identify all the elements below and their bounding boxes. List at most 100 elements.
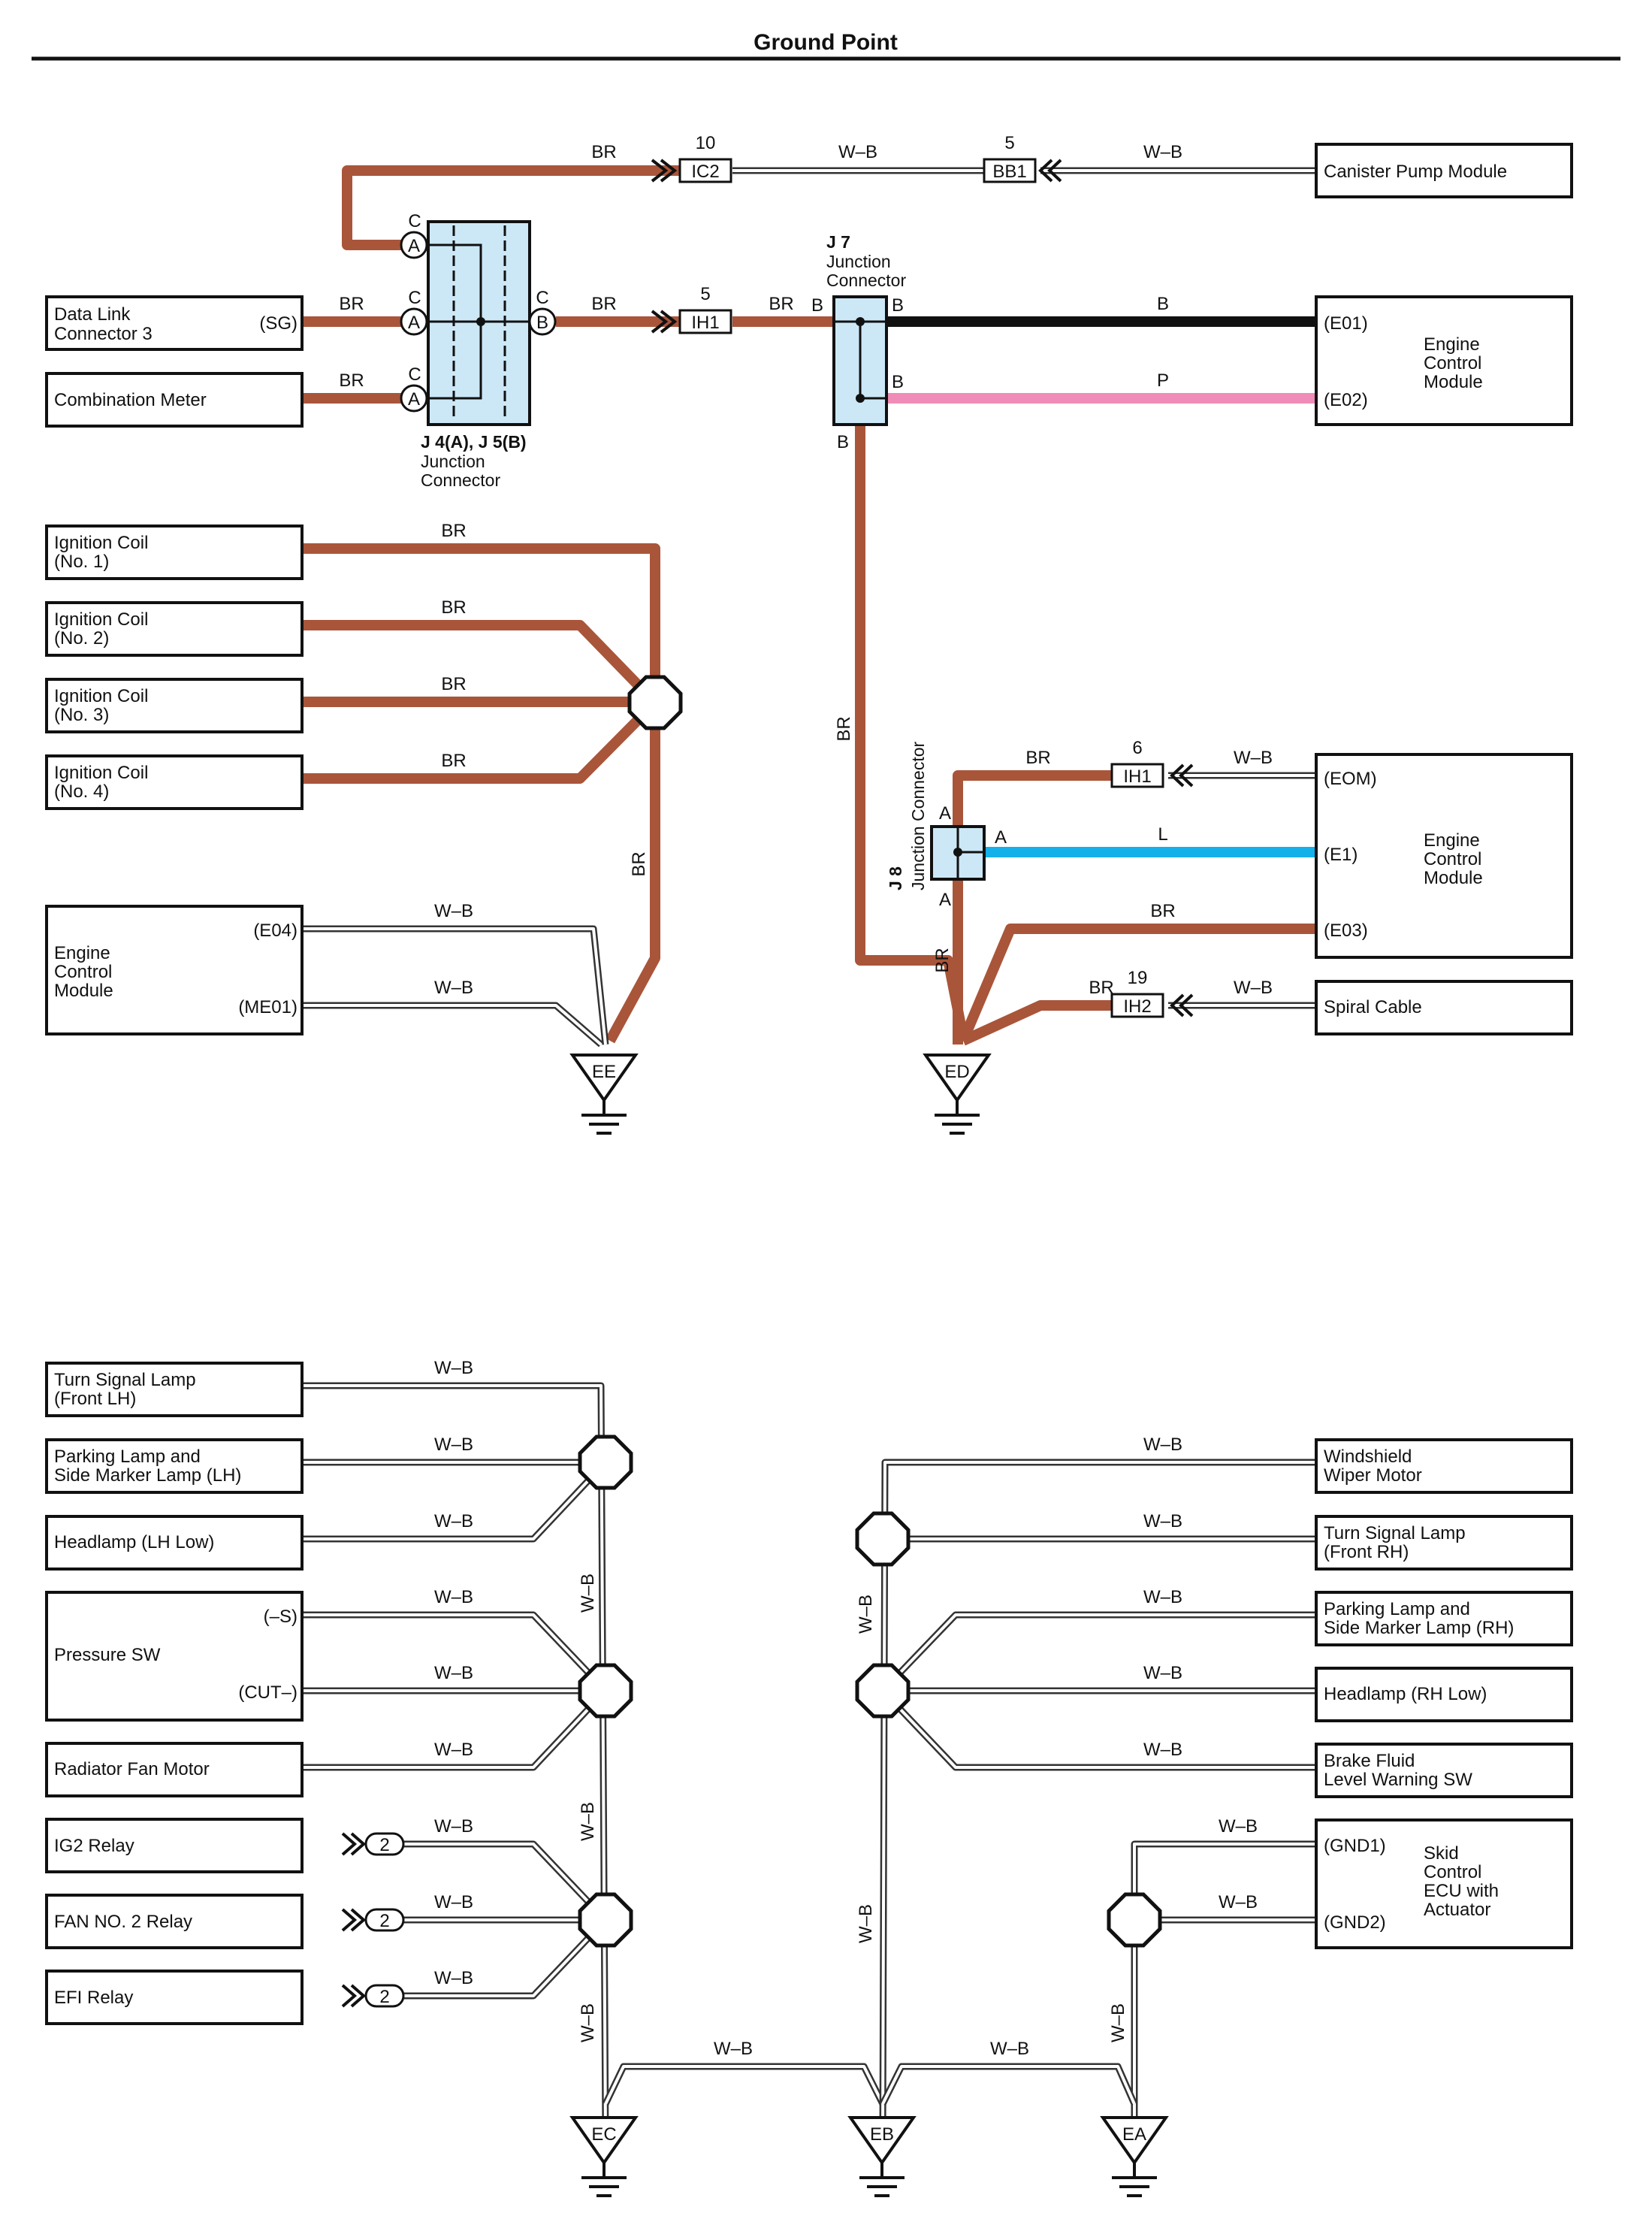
j8-pin-a-bottom: A xyxy=(939,890,951,910)
wl-wb-park-rh: W–B xyxy=(1143,1587,1182,1607)
wire-coil4 xyxy=(302,699,659,784)
j5-pin-b xyxy=(528,307,557,336)
wl-wb-left-v1: W–B xyxy=(578,1574,598,1613)
wl-br-coil3: BR xyxy=(441,674,466,694)
ecm-top-label-2: Control xyxy=(1424,353,1481,373)
parking-lamp-lh-label-1: Parking Lamp and xyxy=(54,1447,201,1467)
splice-left-2 xyxy=(578,1663,633,1719)
wl-wb-fan2: W–B xyxy=(434,1892,473,1912)
wl-wb-brake: W–B xyxy=(1143,1740,1182,1760)
efi-relay-pin: 2 xyxy=(379,1987,389,2007)
wire-color-labels: BR W–B W–B BR BR BR BR B P BR BR BR BR B… xyxy=(339,142,1273,2059)
wire-park-rh xyxy=(881,1613,1316,1692)
ground-points: EE ED EC EB xyxy=(569,1054,1169,2197)
turn-signal-lh-label-1: Turn Signal Lamp xyxy=(54,1370,196,1390)
wire-j7-ed xyxy=(855,425,968,1038)
j7-pin-b-left: B xyxy=(811,295,823,316)
wl-br-ic2: BR xyxy=(591,142,616,162)
ecm-left-box xyxy=(45,905,304,1035)
ecm-left-label-2: Control xyxy=(54,962,112,982)
wl-br-ed-vertical: BR xyxy=(932,948,953,972)
wire-coil2 xyxy=(302,620,660,706)
wl-wb-turn-lh: W–B xyxy=(434,1358,473,1378)
j4-pin-a-top-label: A xyxy=(408,236,420,256)
wl-br-dlc3: BR xyxy=(339,294,364,314)
parking-lamp-rh-box xyxy=(1315,1591,1573,1646)
parking-lamp-rh-label-1: Parking Lamp and xyxy=(1324,1599,1470,1619)
combination-meter-box xyxy=(45,372,304,428)
j8-pin-a-top: A xyxy=(939,803,951,824)
wl-wb-gnd1: W–B xyxy=(1219,1816,1258,1837)
j4-pin-a-mid-label: A xyxy=(408,313,420,333)
ig2-relay-box xyxy=(45,1818,304,1873)
j4-pin-c-bot: C xyxy=(408,364,421,385)
pressure-sw-cut: (CUT–) xyxy=(238,1682,297,1703)
ig2-relay-label: IG2 Relay xyxy=(54,1836,134,1856)
wl-wb-turn-rh: W–B xyxy=(1143,1511,1182,1531)
ground-eb: EB xyxy=(847,2116,917,2197)
j4-pin-a-bot xyxy=(400,384,428,413)
j4-pin-c-top: C xyxy=(408,211,421,231)
turn-signal-lh-box xyxy=(45,1362,304,1417)
j7-title: J 7 xyxy=(826,232,850,252)
efi-relay-label: EFI Relay xyxy=(54,1988,133,2008)
ig2-relay-connector: 2 xyxy=(341,1832,405,1856)
ignition-coil-2-box xyxy=(45,601,304,657)
wires-bottom xyxy=(302,1382,1316,2135)
wire-me01-ee xyxy=(302,1004,603,1046)
ih1-right-label: IH1 xyxy=(1123,766,1151,787)
skid-label-3: ECU with xyxy=(1424,1881,1499,1901)
j4-j5-label-2: Connector xyxy=(421,470,500,490)
j7-pin-b-right-1: B xyxy=(892,295,904,316)
ground-ee: EE xyxy=(569,1054,639,1135)
ground-ed-label: ED xyxy=(944,1062,969,1082)
parking-lamp-rh-label-2: Side Marker Lamp (RH) xyxy=(1324,1618,1514,1638)
inline-connectors: IC2 10 BB1 5 IH1 5 IH1 6 IH2 19 2 2 xyxy=(341,133,1194,2008)
spiral-cable-label: Spiral Cable xyxy=(1324,997,1422,1017)
brake-fluid-sw-box xyxy=(1315,1743,1573,1798)
ecm-top-e01: (E01) xyxy=(1324,313,1368,334)
splice-right-1 xyxy=(855,1511,911,1567)
efi-relay-connector: 2 xyxy=(341,1984,405,2008)
spiral-cable-box xyxy=(1315,980,1573,1035)
skid-label-4: Actuator xyxy=(1424,1900,1490,1920)
wire-ec-eb xyxy=(604,2065,884,2105)
parking-lamp-lh-box xyxy=(45,1438,304,1494)
wl-wb-gnd2: W–B xyxy=(1219,1892,1258,1912)
wire-right-trunk xyxy=(881,1461,1316,2135)
ic2-connector xyxy=(678,158,732,183)
wl-br-j7-vertical: BR xyxy=(834,716,854,741)
j5-pin-c: C xyxy=(536,288,548,308)
ground-ee-label: EE xyxy=(592,1062,616,1082)
junction-connectors: A A A B C C C C J 4(A), J 5(B) Junction … xyxy=(400,211,1007,910)
ih2-pin: 19 xyxy=(1128,968,1148,988)
ignition-coil-3-label-2: (No. 3) xyxy=(54,705,109,725)
efi-relay-box xyxy=(45,1970,304,2025)
wire-e03-ed xyxy=(958,924,1316,1043)
ih2-label: IH2 xyxy=(1123,996,1151,1017)
wl-br-j8-ih1: BR xyxy=(1025,748,1050,768)
data-link-connector-box xyxy=(45,295,304,351)
pressure-sw-box xyxy=(45,1591,304,1722)
ignition-coil-2-label-1: Ignition Coil xyxy=(54,609,148,630)
ground-eb-label: EB xyxy=(870,2124,894,2145)
splice-ignition xyxy=(627,675,683,730)
turn-signal-rh-label-2: (Front RH) xyxy=(1324,1542,1409,1562)
combination-meter-label: Combination Meter xyxy=(54,390,207,410)
splice-points xyxy=(578,675,1162,1948)
j4-pin-c-mid: C xyxy=(408,288,421,308)
page-title: Ground Point xyxy=(754,30,898,55)
dlc3-pin-sg: (SG) xyxy=(259,313,297,334)
skid-gnd2: (GND2) xyxy=(1324,1912,1386,1933)
ecm-top-label-3: Module xyxy=(1424,372,1483,392)
wl-wb-ic2-bb1: W–B xyxy=(838,142,877,162)
wire-radiator xyxy=(302,1689,607,1769)
wl-wb-radiator: W–B xyxy=(434,1740,473,1760)
fan2-relay-connector: 2 xyxy=(341,1908,405,1932)
ecm-left-label-3: Module xyxy=(54,981,113,1001)
ecm-right-box xyxy=(1315,753,1573,959)
skid-gnd1: (GND1) xyxy=(1324,1836,1386,1856)
canister-pump-module-box xyxy=(1315,143,1573,198)
ih2-connector xyxy=(1110,993,1164,1018)
wiper-motor-box xyxy=(1315,1438,1573,1494)
